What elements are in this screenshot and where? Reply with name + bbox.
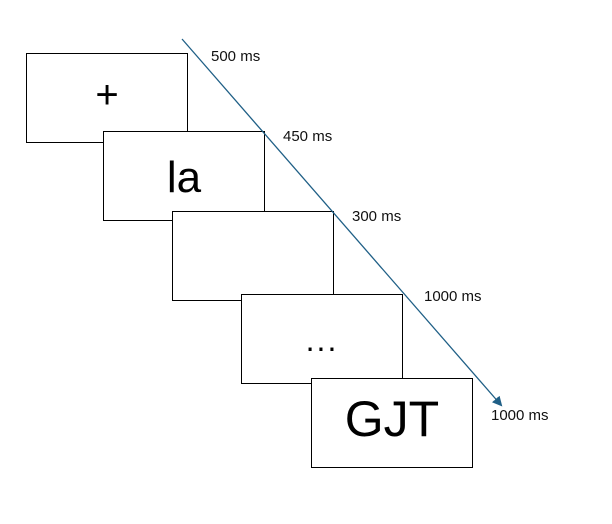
duration-label-3: 300 ms: [352, 208, 402, 225]
stimulus-frame-ellipsis: ...: [241, 294, 403, 384]
stimulus-frame-word: la: [103, 131, 265, 221]
stimulus-word: la: [166, 153, 202, 202]
duration-label-5: 1000 ms: [491, 407, 549, 424]
ellipsis-stimulus: ...: [305, 322, 339, 358]
fixation-cross: +: [95, 73, 119, 117]
duration-label-1: 500 ms: [211, 48, 261, 65]
duration-label-2: 450 ms: [283, 128, 333, 145]
gjt-stimulus: GJT: [344, 391, 440, 447]
duration-label-4: 1000 ms: [424, 288, 482, 305]
stimulus-frame-gjt: GJT: [311, 378, 473, 468]
stimulus-frame-blank: [172, 211, 334, 301]
stimulus-frame-fixation: +: [26, 53, 188, 143]
